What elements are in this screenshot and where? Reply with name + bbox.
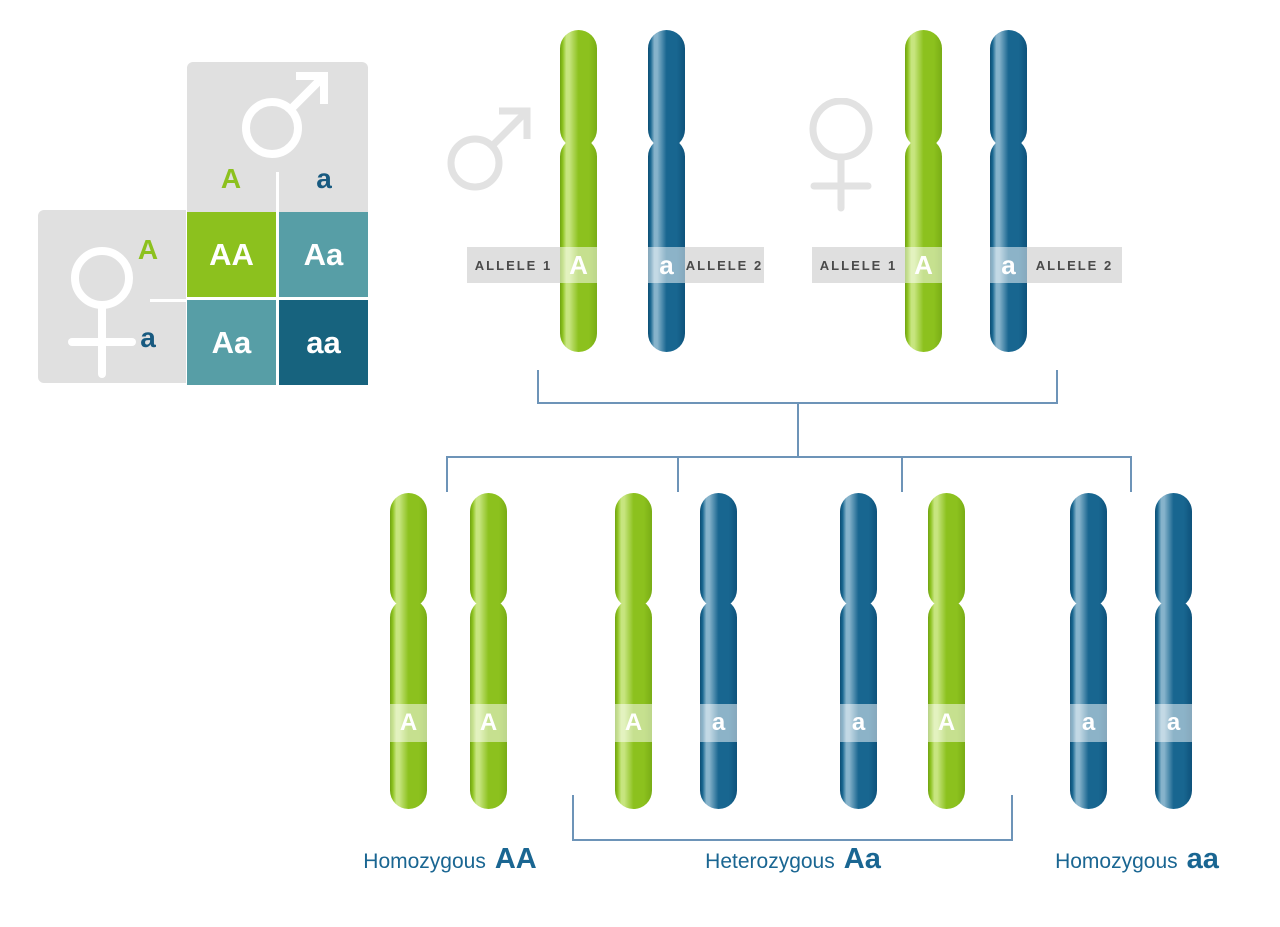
offspring-chromosome-green: A — [470, 493, 507, 809]
female-icon — [68, 247, 136, 378]
parent-chromosome-blue: a — [648, 30, 685, 352]
label-genotype: Aa — [843, 843, 881, 875]
label-homozygous-aa: Homozygous aa — [1055, 843, 1219, 876]
offspring-chromosome-blue: a — [700, 493, 737, 809]
allele-2-label-male: ALLELE 2 — [685, 247, 764, 283]
offspring-chromosome-blue: a — [1070, 493, 1107, 809]
parent-chromosome-green: A — [560, 30, 597, 352]
allele-letter: a — [1070, 704, 1107, 742]
parent-chromosome-green: A — [905, 30, 942, 352]
male-icon — [242, 72, 328, 158]
label-homozygous-AA: Homozygous AA — [363, 843, 536, 876]
offspring-chromosome-green: A — [615, 493, 652, 809]
punnett-cell-AA: AA — [187, 212, 276, 297]
offspring-chromosome-green: A — [928, 493, 965, 809]
allele-letter: A — [928, 704, 965, 742]
connector-line — [446, 456, 448, 492]
punnett-col-header-A: A — [220, 163, 242, 194]
punnett-col-header-a: a — [316, 163, 332, 194]
label-prefix: Heterozygous — [705, 850, 835, 873]
punnett-cell-Aa-top: Aa — [279, 212, 368, 297]
offspring-chromosome-blue: a — [1155, 493, 1192, 809]
punnett-divider-horizontal — [150, 299, 187, 302]
female-parent-box — [38, 210, 186, 383]
punnett-row-header-A: A — [137, 234, 159, 265]
heterozygous-bracket — [572, 795, 574, 841]
parent-chromosome-blue: a — [990, 30, 1027, 352]
female-icon — [809, 98, 873, 212]
connector-line — [901, 456, 903, 492]
offspring-chromosome-blue: a — [840, 493, 877, 809]
connector-line — [1130, 456, 1132, 492]
allele-1-label-female: ALLELE 1 — [812, 247, 905, 283]
allele-letter: a — [840, 704, 877, 742]
label-heterozygous-Aa: Heterozygous Aa — [705, 843, 881, 876]
allele-letter: a — [648, 247, 685, 283]
label-genotype: AA — [494, 843, 537, 875]
allele-letter: a — [700, 704, 737, 742]
label-prefix: Homozygous — [1055, 850, 1178, 873]
connector-line — [537, 370, 539, 404]
punnett-cell-Aa-bottom: Aa — [187, 300, 276, 385]
label-genotype: aa — [1186, 843, 1219, 875]
male-icon — [447, 107, 531, 191]
connector-line — [797, 402, 799, 458]
punnett-divider-vertical — [276, 172, 279, 212]
connector-line — [1056, 370, 1058, 404]
punnett-grid: AA Aa Aa aa — [187, 212, 368, 385]
allele-letter: a — [1155, 704, 1192, 742]
allele-2-label-female: ALLELE 2 — [1027, 247, 1122, 283]
allele-letter: A — [905, 247, 942, 283]
punnett-row-header-a: a — [140, 322, 156, 353]
offspring-chromosome-green: A — [390, 493, 427, 809]
allele-letter: a — [990, 247, 1027, 283]
heterozygous-bracket — [572, 839, 1013, 841]
allele-letter: A — [470, 704, 507, 742]
label-prefix: Homozygous — [363, 850, 486, 873]
allele-letter: A — [615, 704, 652, 742]
allele-1-label-male: ALLELE 1 — [467, 247, 560, 283]
connector-line — [446, 456, 1132, 458]
connector-line — [677, 456, 679, 492]
allele-letter: A — [560, 247, 597, 283]
punnett-cell-aa: aa — [279, 300, 368, 385]
allele-letter: A — [390, 704, 427, 742]
heterozygous-bracket — [1011, 795, 1013, 841]
